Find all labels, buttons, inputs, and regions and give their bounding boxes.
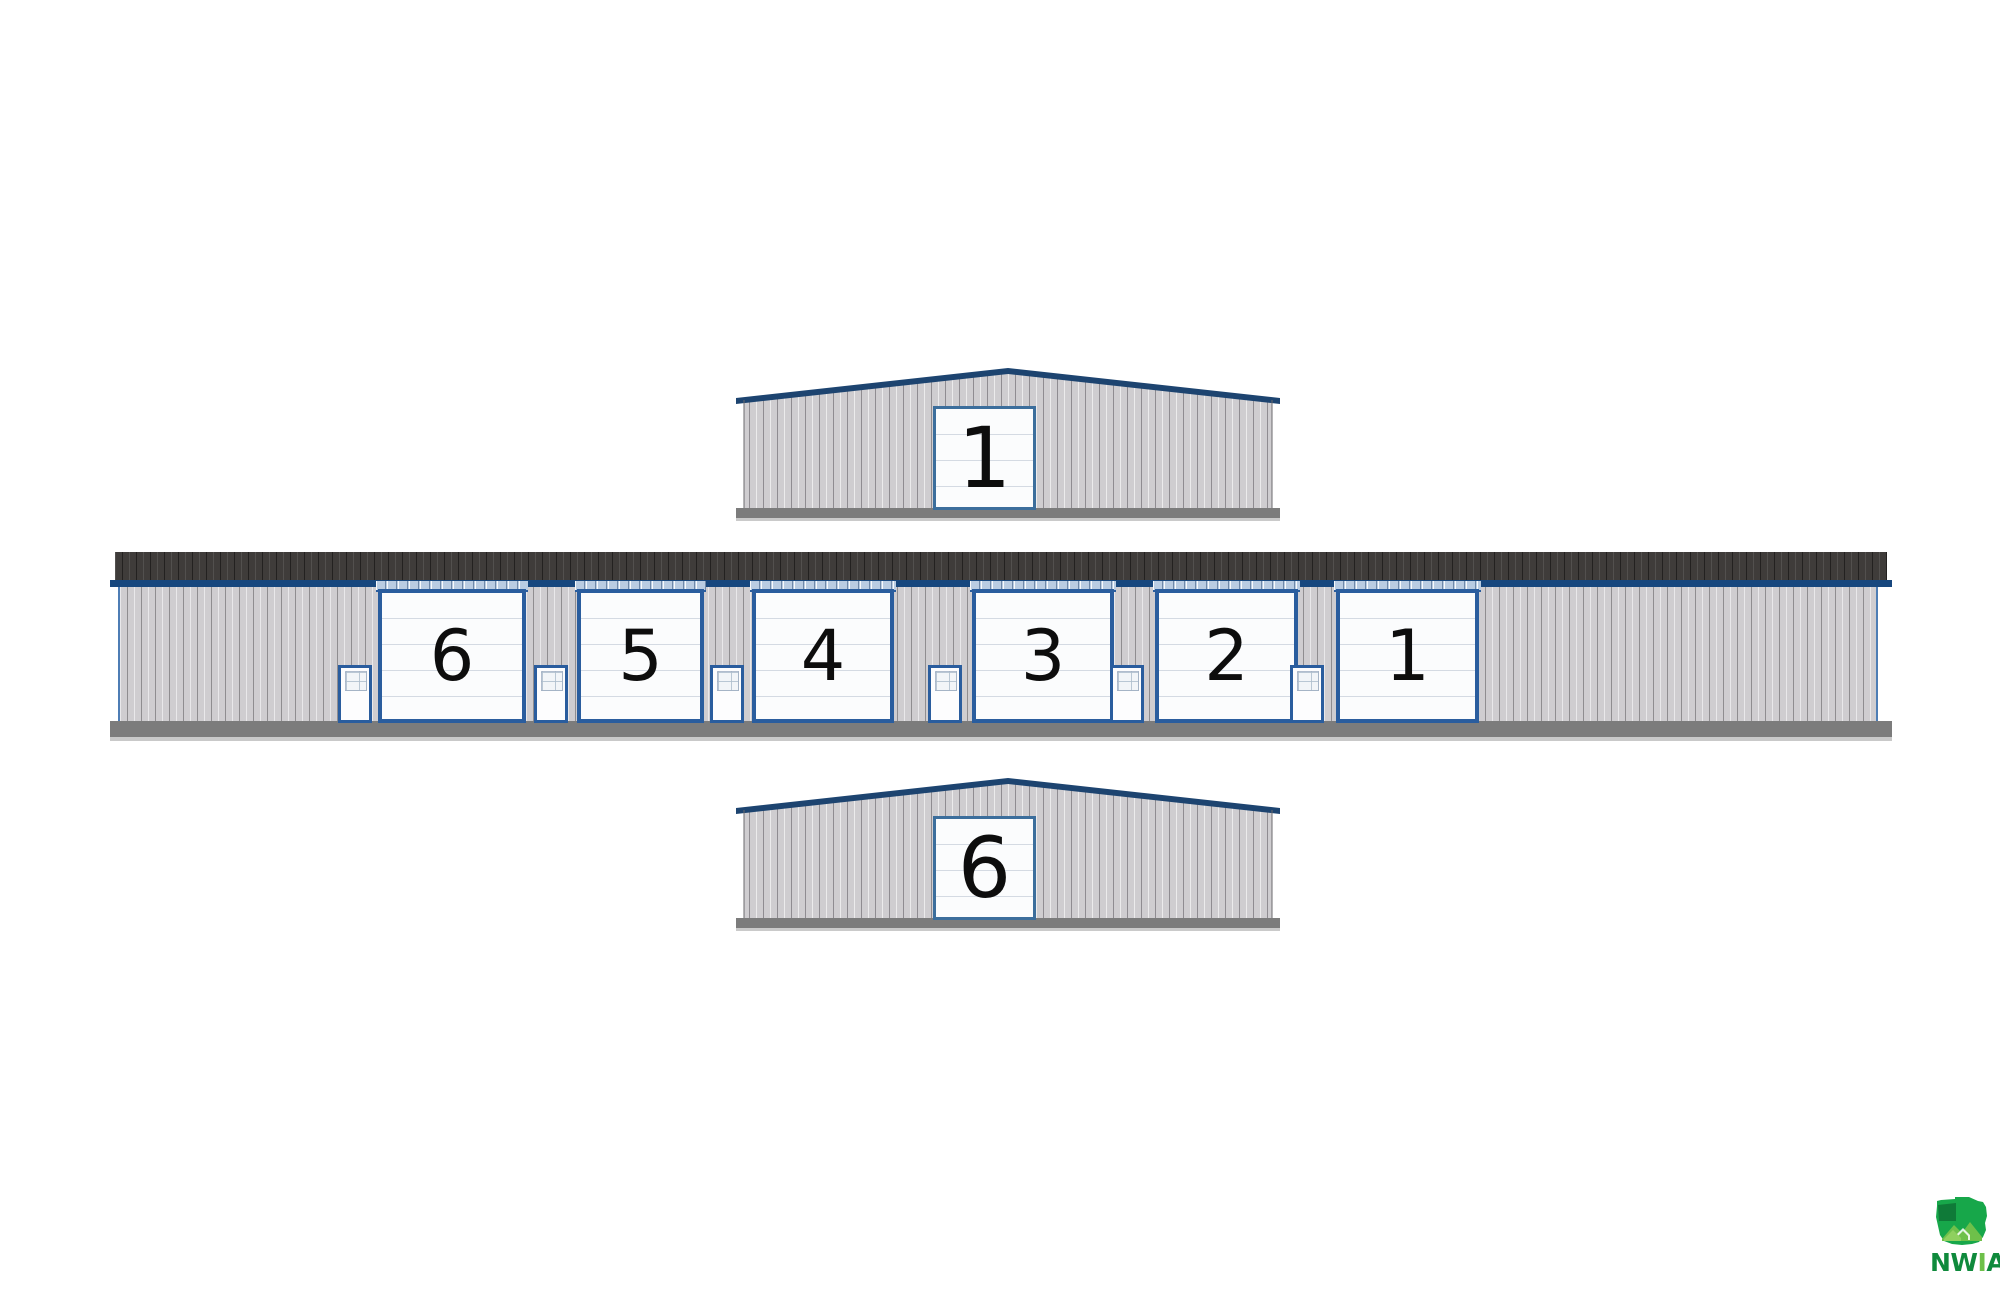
bay-number-label: 6: [429, 615, 475, 697]
overhead-door-unit-6[interactable]: 6: [933, 816, 1036, 920]
wordmark-a: A: [1986, 1248, 2000, 1277]
bay-number-label: 6: [957, 819, 1012, 917]
pedestrian-door-3[interactable]: [928, 665, 962, 723]
bay-number-label: 1: [1385, 615, 1430, 697]
door-window-lite: [1296, 671, 1320, 691]
pedestrian-door-5[interactable]: [534, 665, 568, 723]
roof-panel: [115, 552, 1887, 580]
nwia-wordmark: NWIA: [1930, 1248, 2000, 1277]
door-window-lite: [934, 671, 958, 691]
foundation-shadow: [110, 737, 1892, 741]
door-window-lite: [716, 671, 740, 691]
foundation-strip-unit-6: [736, 918, 1280, 928]
wordmark-i: I: [1977, 1248, 1987, 1277]
foundation-strip-unit-1: [736, 508, 1280, 518]
overhead-door-unit-1[interactable]: 1: [933, 406, 1036, 510]
bay-number-label: 1: [957, 409, 1012, 507]
door-window-lite: [540, 671, 564, 691]
foundation-shadow-unit-6: [736, 928, 1280, 931]
foundation-strip: [110, 721, 1892, 737]
door-window-lite: [344, 671, 368, 691]
overhead-door-bay-6[interactable]: 6: [378, 589, 526, 723]
pedestrian-door-4[interactable]: [710, 665, 744, 723]
bay-number-label: 2: [1204, 615, 1249, 697]
nwia-logo: NWIA: [1930, 1192, 2000, 1284]
side-elevation-all-units: 6 5 4 3 2 1: [110, 552, 1892, 742]
overhead-door-bay-4[interactable]: 4: [752, 589, 894, 723]
door-window-lite: [1116, 671, 1140, 691]
pedestrian-door-6[interactable]: [338, 665, 372, 723]
end-elevation-unit-6: 6: [728, 772, 1288, 931]
bay-number-label: 3: [1020, 615, 1066, 697]
overhead-door-bay-5[interactable]: 5: [577, 589, 704, 723]
overhead-door-bay-1[interactable]: 1: [1336, 589, 1479, 723]
pedestrian-door-1[interactable]: [1290, 665, 1324, 723]
pedestrian-door-2[interactable]: [1110, 665, 1144, 723]
overhead-door-bay-2[interactable]: 2: [1155, 589, 1298, 723]
foundation-shadow-unit-1: [736, 518, 1280, 521]
wordmark-nw: NW: [1930, 1248, 1978, 1277]
bay-number-label: 4: [800, 615, 846, 697]
end-elevation-unit-1: 1: [728, 362, 1288, 521]
bay-number-label: 5: [618, 615, 663, 697]
iowa-state-outline-icon: [1936, 1197, 1987, 1245]
overhead-door-bay-3[interactable]: 3: [972, 589, 1114, 723]
